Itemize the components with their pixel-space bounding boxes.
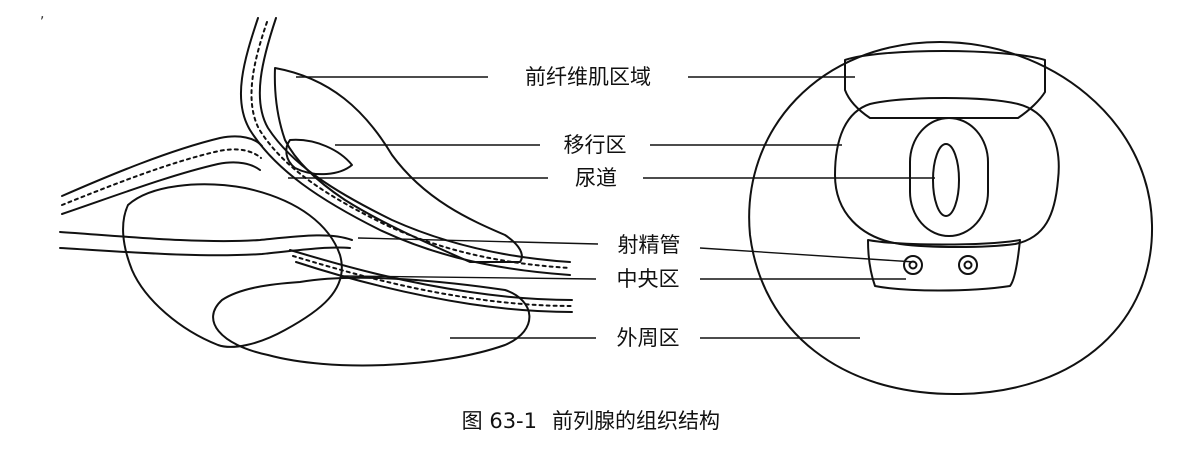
- label-urethra: 尿道: [575, 166, 617, 190]
- sagittal-transition-zone: [285, 138, 353, 176]
- cross-ejaculatory-duct-left: [903, 255, 923, 275]
- figure-title: 前列腺的组织结构: [552, 409, 720, 433]
- figure-number: 图 63-1: [462, 409, 537, 433]
- cross-urethra-outer: [909, 117, 989, 237]
- sagittal-section-drawing: [59, 17, 573, 367]
- sagittal-fibromuscular-zone: [273, 67, 523, 263]
- cross-section-drawing: [748, 41, 1154, 396]
- label-ejaculatory-duct: 射精管: [618, 233, 681, 257]
- sagittal-peripheral-zone: [212, 276, 531, 367]
- cross-urethra-lumen: [932, 143, 960, 217]
- stray-mark: ,: [40, 6, 44, 22]
- leader-lines: [288, 76, 935, 339]
- label-transition-zone: 移行区: [564, 133, 627, 157]
- cross-transition-zone: [834, 97, 1060, 248]
- sagittal-central-zone: [122, 183, 343, 348]
- cross-peripheral-zone: [748, 41, 1154, 396]
- cross-ejaculatory-duct-right: [958, 255, 978, 275]
- label-fibromuscular-zone: 前纤维肌区域: [525, 65, 651, 89]
- cross-fibromuscular-zone: [844, 50, 1046, 119]
- label-peripheral-zone: 外周区: [617, 326, 680, 350]
- label-central-zone: 中央区: [617, 267, 680, 291]
- cross-central-zone: [867, 239, 1021, 292]
